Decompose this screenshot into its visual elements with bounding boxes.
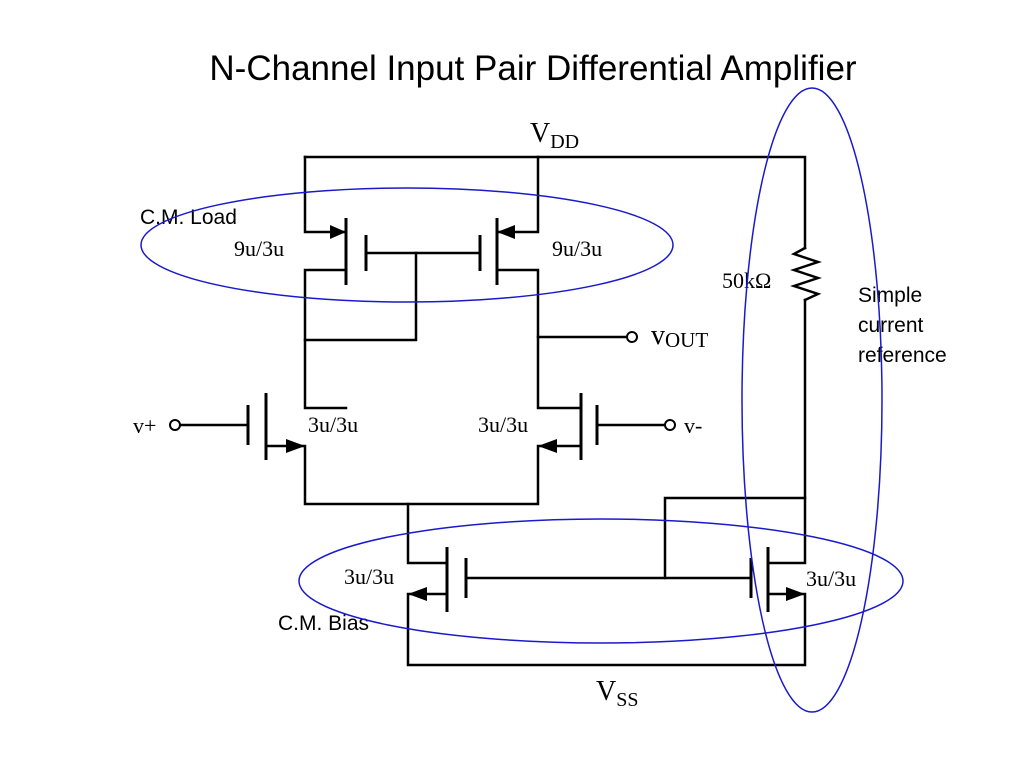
vdd-main: V <box>530 118 550 149</box>
reference-line-1: Simple <box>858 284 922 307</box>
source-arrow <box>286 439 305 453</box>
reference-line-2: current <box>858 314 924 337</box>
vminus-label: v- <box>684 413 702 438</box>
vout-label: vOUT <box>651 320 708 352</box>
transistor-input-left <box>246 393 305 460</box>
size-bias-right: 3u/3u <box>806 566 856 591</box>
transistor-bias-right <box>749 547 805 612</box>
vout-main: v <box>651 320 665 351</box>
input-tail <box>264 444 583 506</box>
vplus-label: v+ <box>133 413 156 438</box>
vss-rail <box>406 592 807 667</box>
left-load-source <box>303 155 348 234</box>
tail-to-bias <box>406 502 449 565</box>
cm-load-label: C.M. Load <box>140 206 237 229</box>
vss-sub: SS <box>616 689 638 711</box>
vdd-label: VDD <box>530 118 579 153</box>
vminus-pin <box>664 419 676 431</box>
source-arrow <box>497 225 515 239</box>
vdd-rail <box>303 155 807 250</box>
vplus-pin <box>169 419 181 431</box>
transistor-input-right <box>538 393 599 460</box>
size-load-left: 9u/3u <box>234 236 284 261</box>
size-input-left: 3u/3u <box>308 412 358 437</box>
reference-line-3: reference <box>858 344 947 367</box>
size-bias-left: 3u/3u <box>344 564 394 589</box>
source-arrow <box>408 587 427 601</box>
source-arrow <box>330 225 346 239</box>
reference-ellipse <box>741 87 883 713</box>
size-load-right: 9u/3u <box>552 236 602 261</box>
source-arrow <box>786 587 805 601</box>
diode-connection <box>303 251 418 342</box>
transistor-load-left <box>330 218 368 285</box>
reference-label: Simple current reference <box>858 284 947 367</box>
transistor-load-right <box>478 218 515 285</box>
transistor-bias-left <box>408 547 468 612</box>
page-title: N-Channel Input Pair Differential Amplif… <box>209 49 857 88</box>
cm-bias-label: C.M. Bias <box>278 612 369 635</box>
resistor-icon <box>790 246 822 302</box>
size-input-right: 3u/3u <box>478 412 528 437</box>
vdd-sub: DD <box>550 131 579 153</box>
vss-main: V <box>596 676 616 707</box>
circuit-wires <box>178 155 807 667</box>
vss-label: VSS <box>596 676 638 711</box>
bias-diode <box>663 496 807 580</box>
resistor-to-bias <box>766 298 807 565</box>
right-load-drain <box>495 268 583 410</box>
cm-bias-ellipse <box>298 518 904 644</box>
vout-pin <box>626 331 638 343</box>
vout-sub: OUT <box>665 328 708 352</box>
cm-load-ellipse <box>140 187 674 303</box>
source-arrow <box>538 439 557 453</box>
